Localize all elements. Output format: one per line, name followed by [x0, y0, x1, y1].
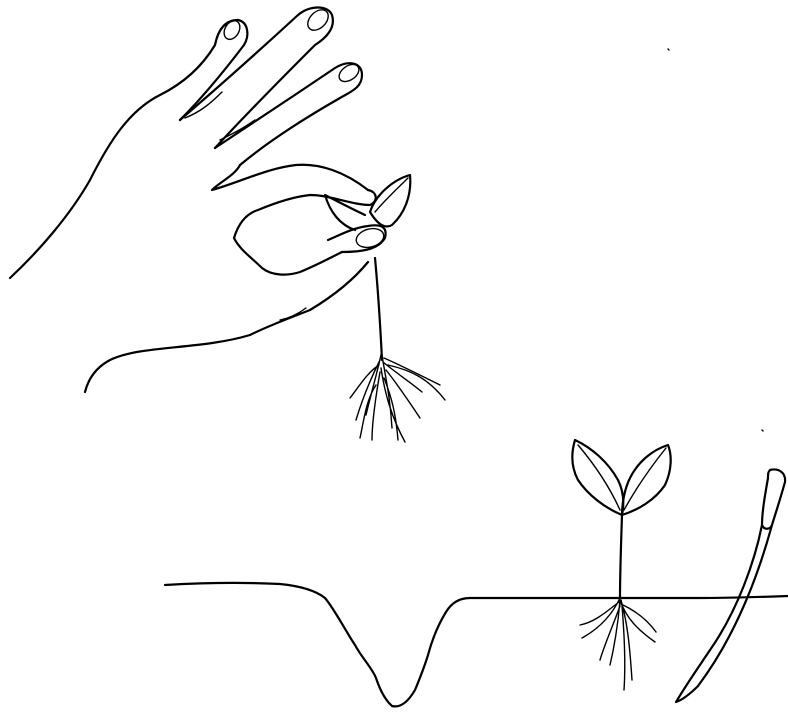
ink-speck	[668, 49, 669, 50]
planted-roots	[580, 598, 656, 690]
planted-leaf-right	[622, 445, 671, 515]
dibble-handle	[762, 470, 785, 529]
ink-speck	[762, 430, 763, 431]
palm-hollow	[234, 210, 342, 275]
seedling-roots	[350, 350, 445, 442]
finger-little	[212, 165, 368, 190]
dibble-tool	[676, 470, 785, 703]
planted-leaf-left	[572, 440, 623, 515]
seedling-stem	[375, 258, 382, 360]
thumb	[258, 190, 376, 210]
held-seedling	[325, 175, 445, 442]
hand-back-outline	[10, 45, 215, 278]
hand-heel	[85, 262, 368, 392]
seedling-leaf	[370, 175, 410, 227]
dibble-blade	[676, 525, 772, 702]
planted-stem	[620, 515, 622, 598]
planted-seedling	[572, 440, 670, 690]
hand	[10, 6, 386, 392]
thumbnail	[354, 226, 386, 251]
